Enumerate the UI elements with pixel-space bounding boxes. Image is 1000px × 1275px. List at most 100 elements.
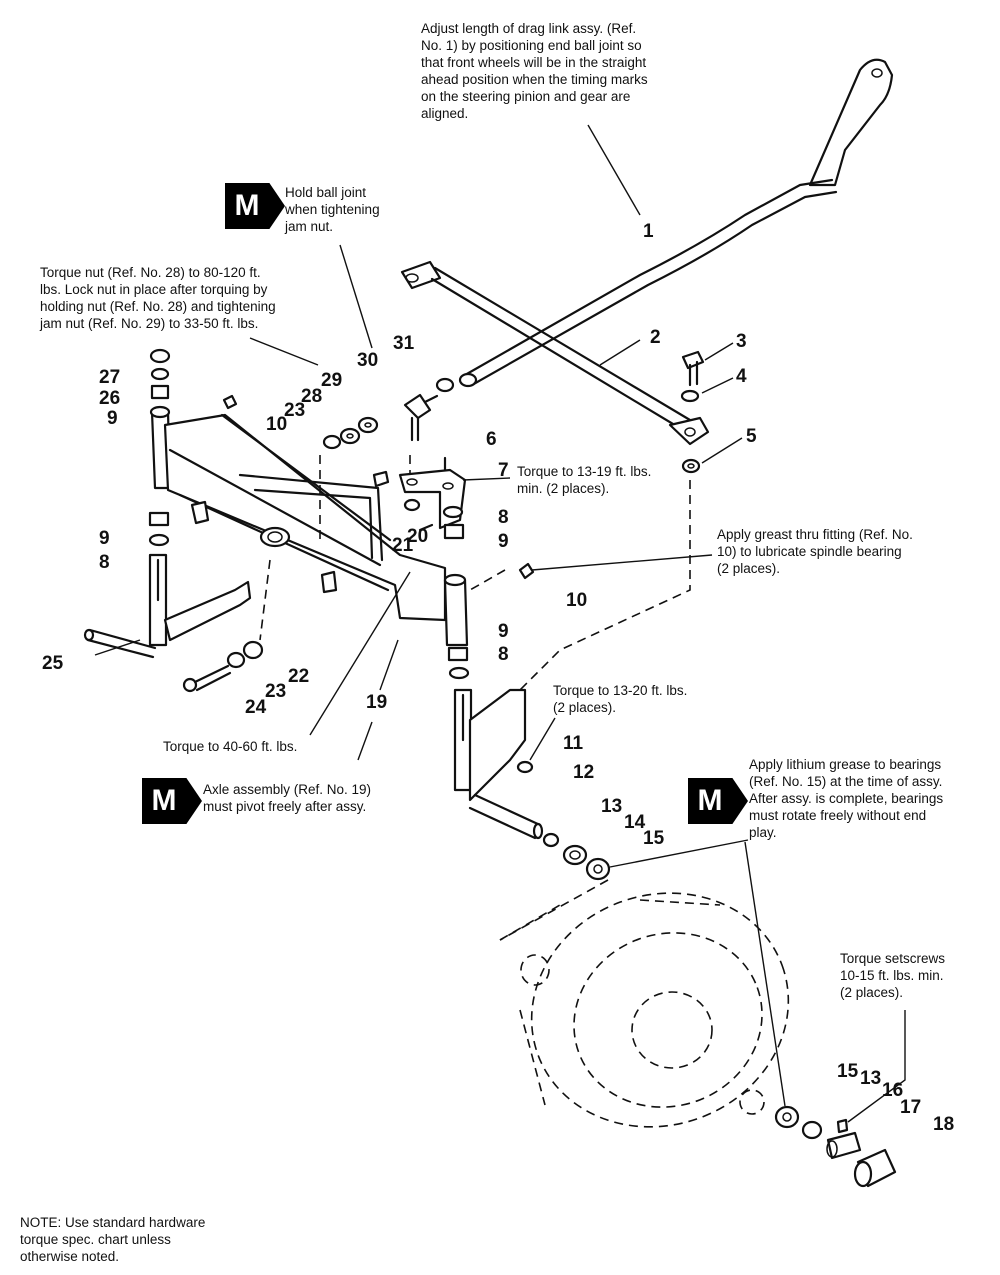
leader-2 xyxy=(599,339,641,366)
footer-note: NOTE: Use standard hardware torque spec.… xyxy=(20,1215,206,1264)
leader-25 xyxy=(94,639,141,656)
washer-8-lower-right xyxy=(448,666,470,680)
ref-22: 22 xyxy=(288,666,309,687)
collar-17 xyxy=(826,1131,862,1160)
nut-31 xyxy=(435,377,455,393)
tie-rod xyxy=(400,260,710,446)
ref-8-lower-right: 8 xyxy=(498,644,509,665)
ref-15-lower: 15 xyxy=(837,1061,859,1082)
ref-13-lower: 13 xyxy=(860,1068,881,1089)
leader-4 xyxy=(701,377,734,394)
bolt-24 xyxy=(182,664,232,693)
ball-joint-30 xyxy=(403,393,439,442)
ref-1: 1 xyxy=(643,221,654,242)
bolt-3 xyxy=(681,350,705,387)
note-torque-nut-28: Torque nut (Ref. No. 28) to 80-120 ft. l… xyxy=(40,265,276,331)
washer-8-upper-right xyxy=(442,505,464,519)
fitting-10-right xyxy=(518,562,535,580)
ref-23-lower: 23 xyxy=(265,681,286,702)
note-apply-grease: Apply greast thru fitting (Ref. No. 10) … xyxy=(717,527,913,576)
leader-5 xyxy=(701,437,743,464)
ref-31: 31 xyxy=(393,333,415,354)
m-badge-axle-pivot: M xyxy=(142,778,202,824)
bushing-9-upper-right xyxy=(443,523,465,540)
m-badge-letter: M xyxy=(234,189,260,222)
nut-21 xyxy=(403,498,421,512)
note-torque-40-60: Torque to 40-60 ft. lbs. xyxy=(163,739,298,754)
dash-line-hub xyxy=(499,879,609,941)
ref-3: 3 xyxy=(736,331,747,352)
leader-19 xyxy=(379,639,399,691)
leader-hold-ball-joint xyxy=(339,244,373,349)
ref-25: 25 xyxy=(42,653,64,674)
leader-13-19 xyxy=(462,477,511,481)
steering-bracket-7 xyxy=(398,468,467,530)
bushing-9-mid-left xyxy=(148,511,170,527)
m-badge-letter: M xyxy=(151,784,177,817)
leader-setscrews xyxy=(847,1010,906,1123)
ref-30: 30 xyxy=(357,350,378,371)
ref-9-lower-right: 9 xyxy=(498,621,509,642)
bearing-15-lower xyxy=(774,1105,800,1129)
washer-13-lower xyxy=(801,1120,823,1140)
fitting-10-left xyxy=(222,394,238,410)
ref-29: 29 xyxy=(321,370,342,391)
ref-27: 27 xyxy=(99,367,120,388)
ref-13-upper: 13 xyxy=(601,796,622,817)
dash-line-tie-rod xyxy=(519,480,691,691)
nut-5 xyxy=(681,458,701,474)
ref-10-left: 10 xyxy=(266,414,287,435)
nut-11 xyxy=(516,760,534,774)
note-hold-ball-joint: Hold ball joint when tightening jam nut. xyxy=(285,185,380,234)
ref-28: 28 xyxy=(301,386,322,407)
m-badge-lithium: M xyxy=(688,778,748,824)
spindle-25 xyxy=(83,553,252,659)
ref-2: 2 xyxy=(650,327,661,348)
note-axle-pivot: Axle assembly (Ref. No. 19) must pivot f… xyxy=(203,782,372,814)
leader-40-60 xyxy=(309,571,411,736)
washer-26 xyxy=(150,367,170,381)
note-torque-13-19: Torque to 13-19 ft. lbs. min. (2 places)… xyxy=(517,464,652,496)
m-badge-letter: M xyxy=(697,784,723,817)
washer-23-top xyxy=(322,434,342,450)
bushing-9-top-left xyxy=(150,384,170,400)
ref-9-left: 9 xyxy=(99,528,110,549)
ref-8-upper-right: 8 xyxy=(498,507,509,528)
washer-13-upper xyxy=(542,832,560,848)
ref-24: 24 xyxy=(245,697,267,718)
ref-10-right: 10 xyxy=(566,590,587,611)
ref-5: 5 xyxy=(746,426,757,447)
cap-27 xyxy=(149,348,171,364)
leader-grease xyxy=(531,554,713,571)
ref-6: 6 xyxy=(486,429,497,450)
ref-20: 20 xyxy=(407,526,428,547)
wheel xyxy=(499,892,790,1128)
jam-nut-29 xyxy=(357,416,379,434)
nut-28 xyxy=(339,427,361,445)
washer-4 xyxy=(680,389,700,403)
ref-8-left: 8 xyxy=(99,552,110,573)
note-setscrews: Torque setscrews 10-15 ft. lbs. min. (2 … xyxy=(840,951,946,1000)
drag-link xyxy=(458,178,838,388)
leader-13-20 xyxy=(529,717,556,761)
ref-15-upper: 15 xyxy=(643,828,665,849)
leader-1 xyxy=(587,124,641,216)
washer-8-left xyxy=(148,533,170,547)
leader-3 xyxy=(704,342,734,361)
axle-assembly xyxy=(149,405,469,647)
ref-7: 7 xyxy=(498,460,509,481)
ref-9-upper-right: 9 xyxy=(498,531,509,552)
ref-14: 14 xyxy=(624,812,646,833)
bushing-9-lower-right xyxy=(447,646,469,662)
hub-cap-18 xyxy=(853,1148,897,1188)
ref-19: 19 xyxy=(366,692,387,713)
ref-17: 17 xyxy=(900,1097,921,1118)
m-badge-hold-ball-joint: M xyxy=(225,183,285,229)
dash-line-fitting xyxy=(469,569,506,591)
steering-arm xyxy=(808,58,894,187)
leader-lithium xyxy=(609,839,786,1107)
ref-16: 16 xyxy=(882,1080,903,1101)
spacer-22 xyxy=(242,640,264,660)
dash-line-pivot xyxy=(259,559,271,641)
